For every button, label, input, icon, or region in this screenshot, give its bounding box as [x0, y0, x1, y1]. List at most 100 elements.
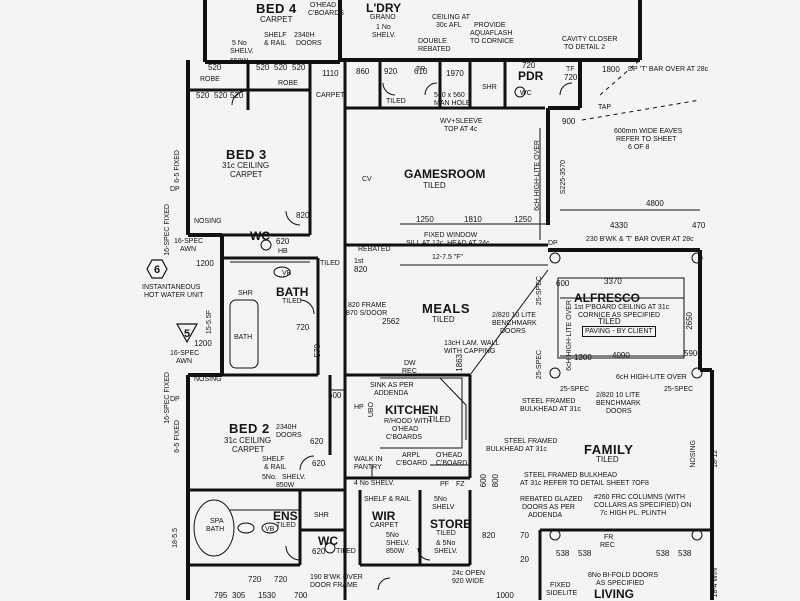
note-manhole: 560 x 560: [434, 92, 465, 99]
note-spa: SPA: [210, 518, 224, 525]
note-15-5: 15-5.5F: [206, 310, 213, 335]
room-kitchen-name: KITCHEN: [385, 403, 439, 417]
dim-305: 305: [232, 591, 246, 600]
note-tr: TR: [416, 66, 426, 73]
room-ens-floor: TILED: [276, 522, 296, 529]
room-meals-floor: TILED: [432, 315, 455, 324]
note-spec25: 25-SPEC: [536, 276, 543, 306]
room-meals-name: MEALS: [422, 301, 470, 316]
note-manhole2: MAN HOLE: [434, 100, 471, 107]
dim-1200-d: 1200: [574, 353, 592, 362]
note-hp: HP: [354, 404, 364, 411]
dim-720-b: 720: [564, 73, 578, 82]
room-family-floor: TILED: [596, 455, 619, 464]
note-eaves3: 6 OF 8: [628, 144, 650, 151]
note-nosing1: NOSING: [194, 218, 222, 225]
note-doors-b: DOORS: [276, 432, 302, 439]
dim-4800: 4800: [646, 199, 664, 208]
note-s225: S225-3570: [560, 160, 567, 195]
note-top-at: TOP AT 4c: [444, 126, 478, 133]
dim-620-d: 620: [312, 547, 326, 556]
note-shelf-rail-c2: & RAIL: [264, 464, 287, 471]
dim-1250-b: 1250: [514, 215, 532, 224]
note-tf: TF: [566, 66, 575, 73]
dim-520-a: 520: [208, 63, 222, 72]
note-dp4: DP: [628, 66, 638, 73]
room-alfresco-floor: TILED: [598, 317, 621, 326]
note-dp2: DP: [170, 186, 180, 193]
note-spec16d: 16-SPEC FIXED: [164, 372, 171, 424]
note-spec25c: 25-SPEC: [560, 386, 590, 393]
note-shelf-rail-b: SHELF & RAIL: [364, 496, 411, 503]
room-bed4-floor: CARPET: [260, 15, 293, 24]
dim-3370: 3370: [604, 277, 622, 286]
dim-4330: 4330: [610, 221, 628, 230]
note-instantaneous: INSTANTANEOUS: [142, 284, 201, 291]
external-walls: [186, 0, 714, 600]
note-cv: CV: [362, 176, 372, 183]
room-bed4-name: BED 4: [256, 1, 297, 16]
note-bwk-bar: 230 B'WK & 'T' BAR OVER AT 28c: [586, 236, 694, 243]
room-wir-floor: CARPET: [370, 522, 399, 529]
note-tiled-corridor: TILED: [320, 260, 340, 267]
dim-570: 570: [313, 344, 322, 358]
internal-walls: [188, 60, 712, 600]
note-doors: DOORS: [296, 40, 322, 47]
dim-1250-a: 1250: [416, 215, 434, 224]
note-grano: GRANO: [370, 14, 396, 21]
dim-538-d: 538: [678, 549, 692, 558]
room-gamesroom-name: GAMESROOM: [404, 167, 486, 181]
note-and-5no: & 5No: [436, 540, 456, 547]
note-wc-pdr: WC: [520, 90, 532, 97]
dim-1110: 1110: [322, 69, 339, 78]
dim-600-c: 600: [479, 474, 488, 488]
note-ceiling-30c: 30c AFL: [436, 22, 462, 29]
dim-620-c: 620: [312, 459, 326, 468]
dim-720-e: 720: [274, 575, 288, 584]
room-ens-name: ENS: [273, 509, 298, 523]
note-5no: 5 No: [232, 40, 247, 47]
dim-5900: 5900: [684, 349, 702, 358]
note-benchmark3: DOORS: [500, 328, 526, 335]
note-paving: PAVING - BY CLIENT: [582, 326, 656, 337]
dim-520-e: 520: [196, 91, 210, 100]
note-rebated-glazed2: DOORS AS PER: [522, 504, 575, 511]
dim-538-c: 538: [656, 549, 670, 558]
note-arpl: ARPL: [402, 452, 421, 459]
dim-4090: 4090: [612, 351, 630, 360]
dim-20: 20: [520, 555, 529, 564]
note-ubo: UBO: [368, 402, 375, 418]
dim-720-c: 720: [296, 323, 310, 332]
note-steel3: STEEL FRAMED: [504, 438, 558, 445]
note-eaves: 600mm WIDE EAVES: [614, 128, 683, 135]
note-5no-d: 5No: [434, 496, 447, 503]
note-steel2: BULKHEAD AT 31c: [520, 406, 581, 413]
dim-920: 920: [384, 67, 398, 76]
dim-520-g: 520: [230, 91, 244, 100]
note-870-sdoor: 870 S/DOOR: [346, 310, 388, 317]
note-shelf: SHELF: [264, 32, 287, 39]
note-2340h: 2340H: [294, 32, 315, 39]
note-t-bar: 'T' BAR OVER AT 28c: [640, 66, 709, 73]
note-spec16-1: 16-SPEC: [174, 238, 204, 245]
dim-700: 700: [294, 591, 308, 600]
note-benchmark2: BENCHMARK: [492, 320, 537, 327]
note-sink2: ADDENDA: [374, 390, 409, 397]
note-18-12: 18-12: [712, 450, 719, 468]
note-steel6: AT 31c REFER TO DETAIL SHEET 7OF8: [520, 480, 649, 487]
note-shelv-d: SHELV: [432, 504, 455, 511]
note-rec: REC: [402, 368, 417, 375]
dim-2650: 2650: [685, 312, 694, 330]
room-bed3-floor: CARPET: [230, 170, 263, 179]
note-18-5: 18-5.5: [172, 528, 179, 548]
dim-1800: 1800: [602, 65, 620, 74]
note-650w: 650W: [230, 58, 249, 65]
room-kitchen-floor: TILED: [428, 415, 451, 424]
note-cavity-closer: CAVITY CLOSER: [562, 36, 618, 43]
note-5no-b: 5No: [386, 532, 399, 539]
dim-1810: 1810: [464, 215, 482, 224]
dim-720-a: 720: [522, 61, 536, 70]
note-dw: DW: [404, 360, 416, 367]
dim-2562: 2562: [382, 317, 400, 326]
